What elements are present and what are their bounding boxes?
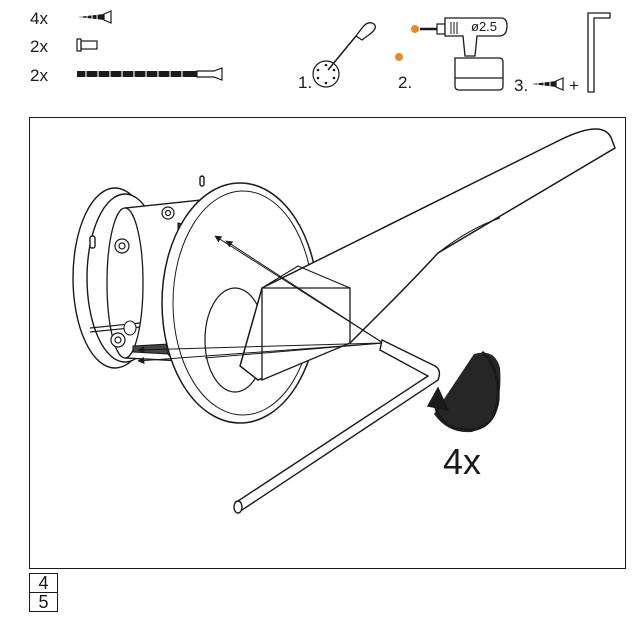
drill-icon (395, 17, 508, 91)
repeat-count-label: 4x (443, 441, 482, 482)
threaded-rod-icon (76, 66, 226, 86)
page-number: 5 (38, 592, 49, 612)
rotation-arrow-icon (426, 350, 501, 433)
step-3-label: 3. (514, 76, 529, 95)
awl-icon (312, 22, 376, 88)
drill-size-label: ø2.5 (471, 19, 498, 34)
step-1-mark-holes: 1. (296, 14, 396, 94)
parts-row-screws: 4x (30, 9, 114, 29)
parts-row-rods: 2x (30, 66, 226, 86)
guide-arrows (137, 235, 384, 365)
parts-row-anchors: 2x (30, 37, 100, 57)
step-1-label: 1. (298, 73, 313, 92)
step-2-drill-holes: 2. ø2.5 (393, 6, 513, 96)
page-number-box: 5 (29, 592, 58, 612)
step-3-fasten: 3. + (514, 10, 624, 96)
wood-screw-icon (532, 77, 564, 91)
hex-key-icon (587, 12, 611, 93)
step-2-label: 2. (398, 73, 413, 92)
page-number: 4 (38, 573, 49, 593)
lever-handle-assembly-illustration (72, 128, 616, 514)
sleeve-anchor-icon (76, 37, 100, 57)
main-illustration-frame: 4x (29, 117, 626, 569)
page-number-box: 4 (29, 573, 58, 593)
hex-key (233, 338, 441, 514)
parts-qty: 2x (30, 66, 48, 85)
wood-screw-icon (76, 9, 114, 29)
plus-sign: + (569, 76, 579, 95)
parts-qty: 2x (30, 37, 48, 56)
parts-qty: 4x (30, 9, 48, 28)
